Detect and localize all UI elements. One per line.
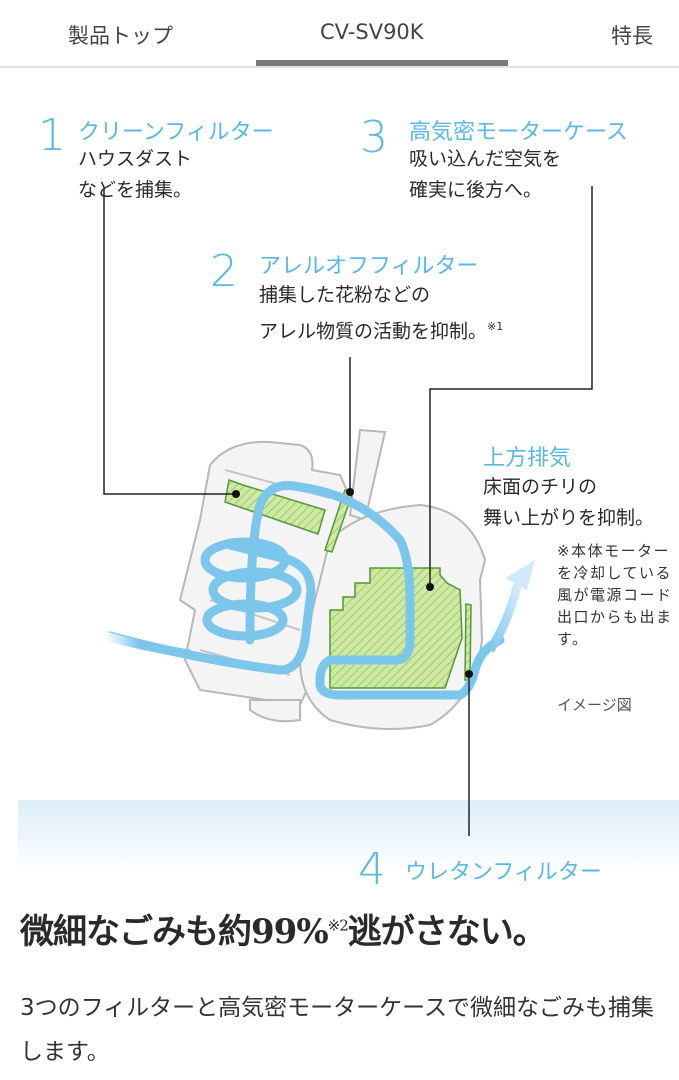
exhaust-desc-line: 舞い上がりを抑制。 bbox=[483, 507, 655, 529]
callout-title: ウレタンフィルター bbox=[405, 860, 602, 885]
tab-features[interactable]: 特長 bbox=[611, 24, 653, 48]
callout-number: 1 bbox=[38, 110, 66, 161]
callout-desc-line: アレル物質の活動を抑制。※1 bbox=[259, 311, 503, 347]
callout-desc-line: 吸い込んだ空気を bbox=[409, 148, 562, 170]
callout-desc-line: ハウスダスト bbox=[78, 148, 193, 170]
tab-model[interactable]: CV-SV90K bbox=[320, 20, 424, 44]
tab-bar: 製品トップ CV-SV90K 特長 bbox=[0, 0, 679, 68]
callout-desc-line: 捕集した花粉などの bbox=[259, 284, 431, 306]
callout-number: 4 bbox=[358, 844, 386, 895]
callout-title: クリーンフィルター bbox=[78, 120, 274, 145]
vacuum-illustration bbox=[103, 186, 593, 836]
tab-product-top[interactable]: 製品トップ bbox=[68, 24, 173, 48]
section-body: 3つのフィルターと高気密モーターケースで微細なごみも捕集します。 bbox=[20, 995, 655, 1065]
callout-desc-line: などを捕集。 bbox=[78, 179, 193, 201]
callout-title: 高気密モーターケース bbox=[409, 120, 628, 145]
filter-diagram: 1 クリーンフィルター ハウスダスト などを捕集。 3 高気密モーターケース 吸… bbox=[0, 68, 679, 892]
callout-desc-text: アレル物質の活動を抑制。 bbox=[259, 320, 488, 343]
callout-title: アレルオフフィルター bbox=[259, 254, 479, 279]
exhaust-desc-line: 床面のチリの bbox=[483, 476, 598, 498]
floor-gradient bbox=[18, 800, 679, 872]
active-tab-indicator bbox=[256, 60, 508, 66]
headline-text: 微細なごみも約99% bbox=[20, 912, 329, 952]
footnote-mark: ※1 bbox=[487, 320, 504, 333]
image-caption: イメージ図 bbox=[557, 696, 632, 714]
footnote-mark: ※2 bbox=[327, 916, 349, 935]
exhaust-title: 上方排気 bbox=[483, 446, 572, 471]
callout-number: 3 bbox=[360, 112, 388, 163]
callout-number: 2 bbox=[210, 246, 238, 297]
section-headline: 微細なごみも約99%※2逃がさない。 bbox=[20, 904, 547, 953]
callout-desc-line: 確実に後方へ。 bbox=[409, 179, 543, 201]
cooling-air-note: ※本体モーターを冷却している風が電源コード出口からも出ます。 bbox=[557, 542, 673, 648]
headline-text: 逃がさない。 bbox=[347, 912, 547, 952]
